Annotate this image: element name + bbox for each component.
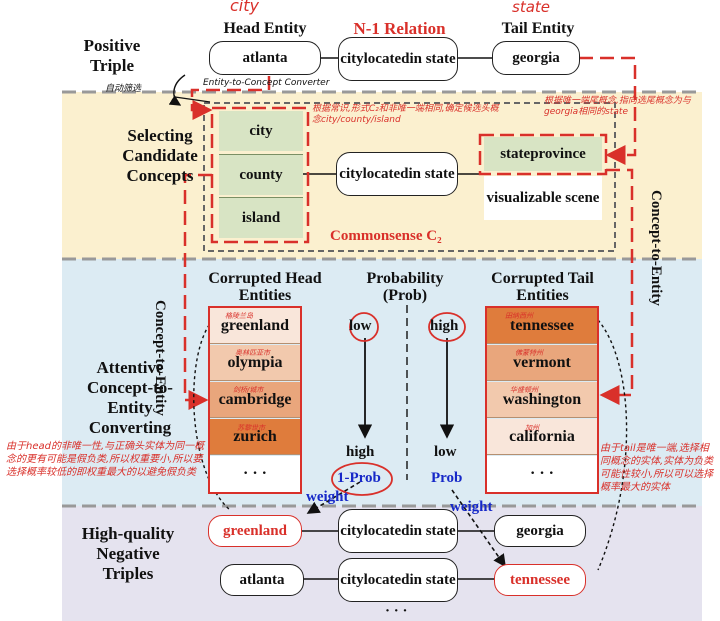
annotation-city: city — [230, 0, 259, 15]
corrupted-tail-list: tennessee vermont washington california … — [485, 306, 599, 494]
commonsense-relation-node: citylocatedin state — [336, 152, 458, 196]
weight-left-label: weight — [306, 489, 349, 505]
positive-head-node: atlanta — [209, 41, 321, 75]
list-item: california — [487, 419, 597, 455]
concept-city: city — [219, 111, 303, 151]
prob-left-low: low — [349, 318, 372, 334]
annotation-rel-note: 根据唯一端尾概念,指向选尾概念为与georgia相同的state — [544, 96, 691, 117]
prob-label: Prob — [431, 470, 463, 486]
annotation-california: 加州 — [525, 424, 539, 432]
annotation-filter-note: 根据常识,形式C₂和非唯一端相同,确定候选头概念city/county/isla… — [312, 104, 499, 125]
ellipsis: · · · — [385, 603, 408, 619]
prob-right-low: low — [434, 444, 457, 460]
row-label-selecting: Selecting Candidate Concepts — [122, 126, 198, 185]
concept-island: island — [219, 197, 303, 238]
list-item: cambridge — [210, 382, 300, 418]
row-label-positive: Positive Triple — [83, 36, 141, 75]
concept-visualizable-scene: visualizable scene — [484, 176, 602, 220]
annotation-state: state — [512, 0, 550, 16]
annotation-washington: 华盛顿州 — [510, 386, 538, 394]
list-item: greenland — [210, 308, 300, 344]
concept-to-entity-left: Concept-to-Entity — [152, 300, 168, 416]
concept-stateprovince: stateprovince — [484, 137, 602, 171]
one-minus-prob-label: 1-Prob — [337, 470, 381, 486]
header-head-entity: Head Entity — [223, 20, 307, 37]
annotation-tail-note: 由于tail是唯一端,选择相同概念的实体,实体为负类可能性较小,所以可以选择概率… — [600, 443, 714, 493]
list-item: · · · — [210, 456, 300, 492]
prob-left-high: high — [346, 444, 375, 460]
negative-head-node: greenland — [208, 515, 302, 547]
annotation-e2c: Entity-to-Concept Converter — [203, 78, 330, 88]
list-item: washington — [487, 382, 597, 418]
prob-right-high: high — [430, 318, 459, 334]
list-item: zurich — [210, 419, 300, 455]
annotation-vermont: 佛蒙特州 — [515, 349, 543, 357]
list-item: · · · — [487, 456, 597, 492]
corrupted-head-list: greenland olympia cambridge zurich · · · — [208, 306, 302, 494]
header-corrupted-tail: Corrupted Tail Entities — [491, 270, 594, 304]
list-item: tennessee — [487, 308, 597, 344]
list-item: vermont — [487, 345, 597, 381]
negative-tail-node: tennessee — [494, 564, 586, 596]
negative-tail-node: georgia — [494, 515, 586, 547]
negative-relation-node: citylocatedin state — [338, 558, 458, 602]
row-label-attentive: Attentive Concept-to-Entity Converting — [87, 358, 173, 437]
list-item: olympia — [210, 345, 300, 381]
header-probability: Probability (Prob) — [366, 270, 444, 304]
header-relation: N-1 Relation — [353, 19, 446, 38]
header-tail-entity: Tail Entity — [501, 20, 575, 37]
weight-right-label: weight — [450, 499, 493, 515]
concept-county: county — [219, 154, 303, 195]
negative-relation-node: citylocatedin state — [338, 509, 458, 553]
annotation-olympia: 奥林匹亚市 — [235, 349, 270, 357]
annotation-greenland: 格陵兰岛 — [225, 312, 253, 320]
annotation-auto-filter: 自动筛选 — [105, 84, 142, 94]
annotation-cambridge: 剑桥/城市 — [233, 386, 264, 394]
commonsense-label: Commonsense C₂ — [330, 228, 442, 244]
annotation-head-note: 由于head的非唯一性,与正确头实体为同一概念的更有可能是假负类,所以权重要小,… — [6, 441, 205, 478]
positive-tail-node: georgia — [492, 41, 580, 75]
concept-to-entity-right: Concept-to-Entity — [648, 190, 664, 306]
negative-head-node: atlanta — [220, 564, 304, 596]
annotation-tennessee: 田纳西州 — [505, 312, 533, 320]
positive-relation-node: citylocatedin state — [338, 37, 458, 81]
header-corrupted-head: Corrupted Head Entities — [208, 270, 322, 304]
annotation-zurich: 苏黎世市 — [237, 424, 265, 432]
row-label-negative: High-quality Negative Triples — [81, 524, 175, 583]
